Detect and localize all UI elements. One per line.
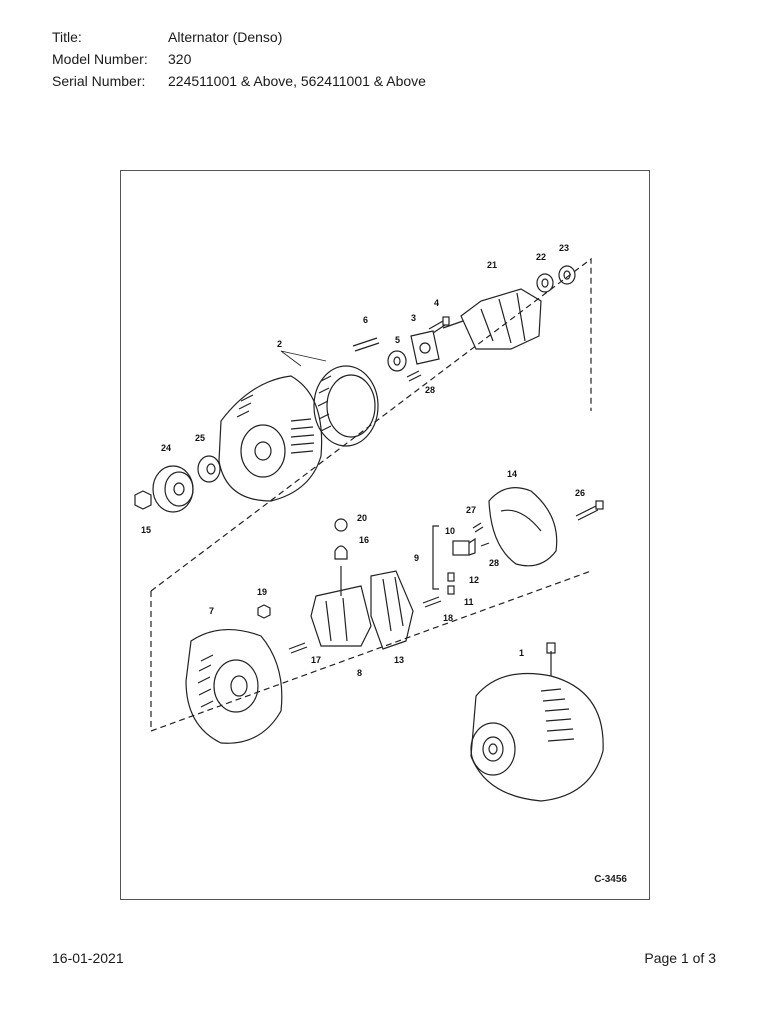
callout-15: 15 [141, 525, 151, 535]
nut-19-drawing [257, 604, 271, 619]
callout-1: 1 [519, 648, 524, 658]
callout-18: 18 [443, 613, 453, 623]
title-value: Alternator (Denso) [168, 29, 283, 45]
callout-28-lower: 28 [489, 558, 499, 568]
callout-11: 11 [464, 597, 474, 607]
stud-bolt-drawing [352, 337, 380, 352]
callout-20: 20 [357, 513, 367, 523]
callout-23: 23 [559, 243, 569, 253]
callout-8: 8 [357, 668, 362, 678]
spacer-drawing [197, 455, 221, 483]
small-screw-drawing [406, 370, 422, 382]
bolt-17-drawing [288, 642, 308, 654]
rear-bearing-drawing [536, 273, 554, 293]
page-indicator: Page 1 of 3 [644, 950, 716, 966]
callout-5: 5 [395, 335, 400, 345]
callout-9: 9 [414, 553, 419, 563]
end-cover-drawing [488, 487, 558, 567]
model-label: Model Number: [52, 51, 148, 67]
leader-line [280, 350, 327, 367]
callout-4: 4 [434, 298, 439, 308]
terminal-bolt-drawing [422, 596, 442, 608]
callout-25: 25 [195, 433, 205, 443]
figure-code: C-3456 [594, 874, 627, 885]
title-row: Title: Alternator (Denso) [52, 26, 426, 48]
callout-7: 7 [209, 606, 214, 616]
regulator-drawing [370, 570, 414, 650]
callout-21: 21 [487, 260, 497, 270]
drive-end-frame-drawing [218, 375, 323, 502]
serial-label: Serial Number: [52, 73, 146, 89]
screw-drawing [428, 316, 450, 334]
callout-10: 10 [445, 526, 455, 536]
pulley-drawing [152, 465, 194, 513]
callout-12: 12 [469, 575, 479, 585]
group-bracket [432, 525, 439, 590]
callout-14: 14 [507, 469, 517, 479]
callout-17: 17 [311, 655, 321, 665]
assembled-alternator-drawing [470, 642, 604, 802]
assembly-guide-line [150, 570, 592, 732]
rectifier-drawing [310, 518, 372, 647]
footer-date: 16-01-2021 [52, 950, 124, 966]
brush-holder-drawing [447, 522, 490, 595]
callout-3: 3 [411, 313, 416, 323]
bearing-drawing [387, 350, 407, 372]
callout-6: 6 [363, 315, 368, 325]
callout-27: 27 [466, 505, 476, 515]
callout-28-upper: 28 [425, 385, 435, 395]
callout-24: 24 [161, 443, 171, 453]
model-value: 320 [168, 51, 192, 67]
rotor-drawing [442, 288, 542, 350]
bearing-retainer-drawing [410, 330, 440, 365]
model-row: Model Number: 320 [52, 48, 426, 70]
title-label: Title: [52, 29, 82, 45]
assembly-guide-line [150, 257, 592, 592]
rear-frame-drawing [185, 628, 283, 744]
nut-drawing [134, 490, 152, 510]
document-metadata: Title: Alternator (Denso) Model Number: … [52, 26, 426, 92]
callout-13: 13 [394, 655, 404, 665]
serial-value: 224511001 & Above, 562411001 & Above [168, 73, 426, 89]
stator-drawing [313, 365, 379, 447]
callout-2: 2 [277, 339, 282, 349]
end-cover-bolt-drawing [575, 500, 604, 521]
exploded-parts-diagram: 2 6 3 4 5 28 21 22 23 24 25 15 14 26 27 … [120, 170, 650, 900]
callout-16: 16 [359, 535, 369, 545]
callout-26: 26 [575, 488, 585, 498]
bearing-cover-drawing [558, 265, 576, 285]
serial-row: Serial Number: 224511001 & Above, 562411… [52, 70, 426, 92]
callout-22: 22 [536, 252, 546, 262]
alternator-exploded-drawing: 2 6 3 4 5 28 21 22 23 24 25 15 14 26 27 … [134, 243, 604, 802]
callout-19: 19 [257, 587, 267, 597]
